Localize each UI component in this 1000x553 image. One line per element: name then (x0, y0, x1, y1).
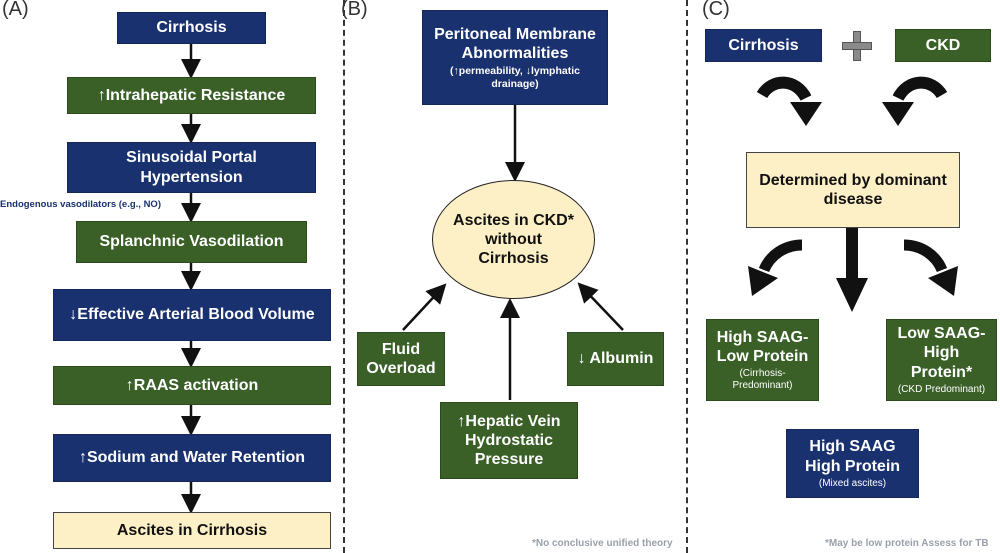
a-splanchnic-box: Splanchnic Vasodilation (76, 221, 307, 263)
a-sinusoidal-label: Sinusoidal Portal Hypertension (126, 149, 257, 186)
arrow-b-albumin (577, 282, 624, 331)
a-effective-volume-box: ↓Effective Arterial Blood Volume (53, 289, 331, 341)
divider-right (686, 0, 688, 553)
b-fluid-box: Fluid Overload (357, 332, 445, 386)
b-albumin-box: ↓ Albumin (567, 332, 664, 386)
a-cirrhosis-label: Cirrhosis (156, 19, 227, 37)
plus-icon (842, 31, 872, 61)
a-sodium-water-box: ↑Sodium and Water Retention (53, 434, 331, 482)
panel-a-label: (A) (2, 0, 29, 20)
c-determined-box: Determined by dominant disease (746, 152, 960, 228)
a-cirrhosis-box: Cirrhosis (117, 12, 266, 44)
arrow-c-left (758, 239, 803, 273)
curved-arrow-left (756, 76, 812, 102)
c-high-low-sub: (Cirrhosis-Predominant) (732, 368, 793, 392)
c-ckd-label: CKD (925, 36, 961, 54)
b-footnote: *No conclusive unified theory (532, 538, 673, 549)
arrow-c-right (903, 239, 948, 273)
a-sodium-water-label: ↑Sodium and Water Retention (78, 449, 306, 467)
b-hepatic-box: ↑Hepatic Vein Hydrostatic Pressure (440, 402, 578, 479)
b-albumin-label: ↓ Albumin (577, 350, 654, 368)
c-high-low-title: High SAAG-Low Protein (716, 328, 809, 365)
b-peritoneal-box: Peritoneal Membrane Abnormalities (↑perm… (422, 10, 608, 105)
c-ckd-box: CKD (895, 29, 991, 62)
arrow-b-fluid (402, 283, 447, 331)
c-cirrhosis-box: Cirrhosis (705, 29, 822, 62)
a-ascites-box: Ascites in Cirrhosis (53, 512, 331, 549)
c-low-high-sub: (CKD Predominant) (897, 383, 986, 395)
c-high-high-sub: (Mixed ascites) (818, 477, 887, 489)
a-raas-box: ↑RAAS activation (53, 366, 331, 405)
c-high-high-title: High SAAG High Protein (804, 438, 901, 475)
a-intrahepatic-box: ↑Intrahepatic Resistance (67, 77, 316, 114)
a-raas-label: ↑RAAS activation (125, 376, 259, 394)
divider-left (343, 0, 345, 553)
c-footnote: *May be low protein Assess for TB (825, 538, 989, 549)
c-low-high-title: Low SAAG-High Protein* (897, 325, 986, 381)
a-sinusoidal-box: Sinusoidal Portal Hypertension (67, 142, 316, 193)
a-effective-volume-label: ↓Effective Arterial Blood Volume (69, 306, 315, 324)
b-peritoneal-sub: (↑permeability, ↓lymphatic drainage) (450, 65, 580, 90)
a-vasodilators-note: Endogenous vasodilators (e.g., NO) (0, 199, 161, 210)
b-hepatic-label: ↑Hepatic Vein Hydrostatic Pressure (457, 412, 561, 469)
panel-c-label: (C) (702, 0, 730, 20)
c-low-high-box: Low SAAG-High Protein* (CKD Predominant) (886, 319, 997, 401)
a-ascites-label: Ascites in Cirrhosis (116, 521, 268, 539)
b-peritoneal-title: Peritoneal Membrane Abnormalities (434, 25, 596, 62)
c-high-high-box: High SAAG High Protein (Mixed ascites) (786, 429, 919, 498)
curved-arrow-right (892, 76, 948, 102)
c-high-low-box: High SAAG-Low Protein (Cirrhosis-Predomi… (706, 319, 819, 401)
b-center-label: Ascites in CKD* without Cirrhosis (453, 211, 574, 268)
b-center-ellipse: Ascites in CKD* without Cirrhosis (432, 180, 595, 299)
a-splanchnic-label: Splanchnic Vasodilation (99, 233, 284, 251)
b-fluid-label: Fluid Overload (366, 340, 436, 377)
panel-b-label: (B) (341, 0, 368, 20)
a-intrahepatic-label: ↑Intrahepatic Resistance (97, 86, 286, 104)
c-cirrhosis-label: Cirrhosis (728, 36, 799, 54)
c-determined-label: Determined by dominant disease (759, 171, 947, 208)
